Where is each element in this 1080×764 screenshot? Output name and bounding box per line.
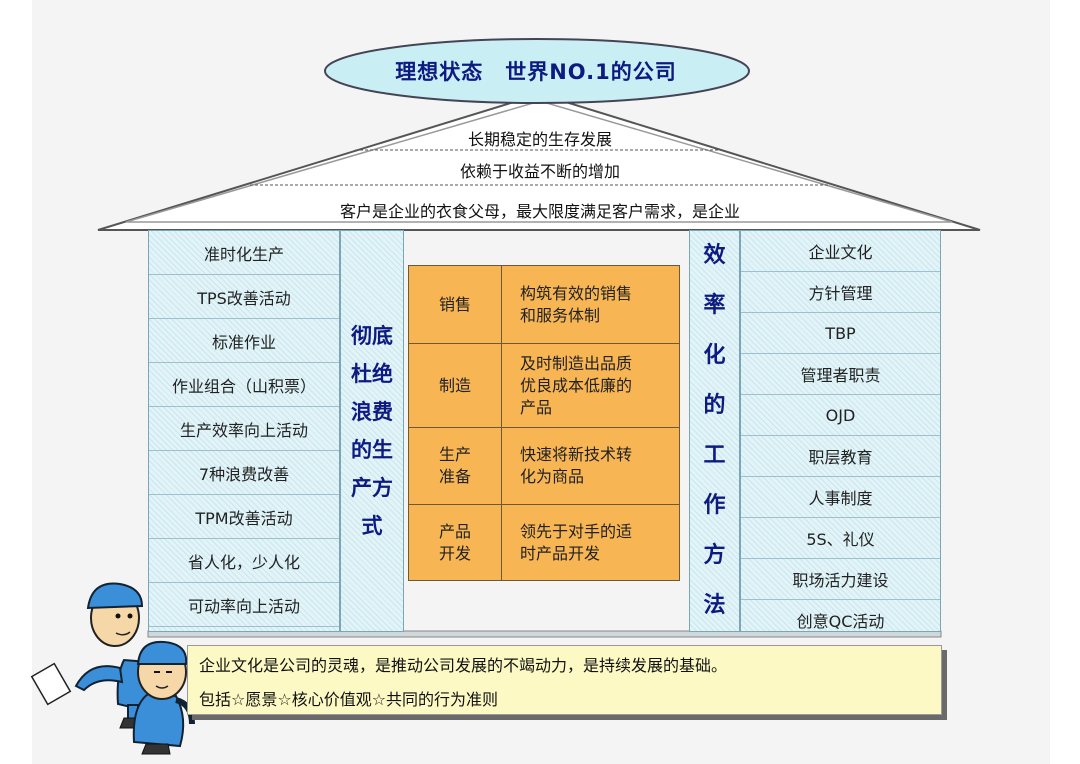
left-item: 准时化生产 [149, 231, 339, 275]
roof-line-1: 长期稳定的生存发展 [467, 130, 612, 149]
center-desc-line: 及时制造出品质 [520, 353, 633, 373]
center-desc: 构筑有效的销售和服务体制 [502, 266, 679, 344]
center-desc-text: 快速将新技术转化为商品 [520, 444, 632, 488]
right-item: 创意QC活动 [796, 612, 885, 631]
center-desc-text: 及时制造出品质优良成本低廉的产品 [520, 353, 632, 419]
center-desc: 快速将新技术转化为商品 [502, 428, 679, 505]
left-item: 作业组合（山积票） [149, 363, 339, 407]
right-item: 职层教育 [741, 436, 940, 477]
right-item: 方针管理 [741, 272, 940, 313]
title-ellipse [324, 38, 750, 104]
roof-line-2: 依赖于收益不断的增加 [459, 162, 620, 181]
culture-banner: 企业文化是公司的灵魂，是推动公司发展的不竭动力，是持续发展的基础。 包括☆愿景☆… [187, 645, 942, 715]
center-table: 销售 构筑有效的销售和服务体制 制造 及时制造出品质优良成本低廉的产品 生产准备… [408, 265, 680, 581]
right-pillar-text: 率 [703, 293, 726, 318]
center-label-text: 产品开发 [439, 521, 471, 565]
left-item: TPS改善活动 [149, 275, 339, 319]
left-pillar-text: 杜绝 [351, 362, 393, 386]
left-item: 可动率向上活动 [149, 583, 339, 627]
right-item: 5S、礼仪 [741, 518, 940, 559]
right-item: 企业文化 [741, 231, 940, 272]
center-desc-text: 构筑有效的销售和服务体制 [520, 283, 632, 327]
center-label-text: 销售 [438, 294, 471, 314]
center-desc-line: 优良成本低廉的 [520, 375, 633, 395]
center-label-line: 准备 [438, 467, 471, 486]
worker-left-icon [30, 582, 157, 729]
center-desc-line: 快速将新技术转 [520, 445, 633, 464]
right-pillar-text: 方 [703, 543, 726, 568]
center-desc-text: 领先于对手的适时产品开发 [520, 521, 632, 565]
right-pillar-text: 工 [703, 443, 726, 468]
left-pillar-text: 的生 [351, 438, 393, 462]
center-label: 生产准备 [409, 428, 502, 505]
right-item-list: 企业文化 方针管理 TBP 管理者职责 OJD 职层教育 人事制度 5S、礼仪 … [740, 230, 941, 632]
center-desc-line: 产品 [520, 397, 553, 417]
center-desc-line: 化为商品 [520, 467, 585, 486]
left-item-list: 准时化生产 TPS改善活动 标准作业 作业组合（山积票） 生产效率向上活动 7种… [148, 230, 340, 632]
left-item: 省人化，少人化 [149, 539, 339, 583]
right-item: 人事制度 [741, 477, 940, 518]
left-item: 标准作业 [149, 319, 339, 363]
roof-shape [97, 92, 981, 231]
right-item: 管理者职责 [741, 354, 940, 395]
banner-line-1: 企业文化是公司的灵魂，是推动公司发展的不竭动力，是持续发展的基础。 [199, 656, 728, 675]
center-label: 销售 [409, 266, 502, 344]
left-pillar-text: 产方 [351, 476, 393, 500]
center-desc-line: 和服务体制 [520, 305, 601, 325]
left-pillar-text: 彻底 [351, 324, 393, 348]
center-label-line: 产品 [438, 521, 471, 541]
right-pillar-text: 的 [703, 393, 726, 418]
banner-line-2: 包括☆愿景☆核心价值观☆共同的行为准则 [199, 690, 499, 709]
left-pillar: 彻底 杜绝 浪费 的生 产方 式 [340, 230, 404, 632]
right-pillar-text: 作 [703, 493, 726, 518]
center-desc-line: 构筑有效的销售 [520, 283, 633, 303]
center-desc-line: 时产品开发 [520, 543, 601, 563]
center-label: 产品开发 [409, 505, 502, 580]
center-desc: 领先于对手的适时产品开发 [502, 505, 679, 580]
left-pillar-text: 式 [361, 514, 383, 538]
right-item: TBP [741, 313, 940, 354]
left-item: 7种浪费改善 [149, 451, 339, 495]
center-label: 制造 [409, 344, 502, 428]
right-pillar-text: 效 [703, 243, 726, 268]
center-label-line: 生产 [438, 445, 471, 464]
center-label-text: 生产准备 [439, 444, 471, 488]
right-pillar: 效 率 化 的 工 作 方 法 [689, 230, 740, 632]
center-desc-line: 领先于对手的适 [520, 521, 633, 541]
right-pillar-text: 化 [703, 343, 726, 368]
left-item: 生产效率向上活动 [149, 407, 339, 451]
center-label-line: 开发 [438, 543, 471, 563]
roof-line-3: 客户是企业的衣食父母，最大限度满足客户需求，是企业 [339, 202, 740, 221]
page-title: 理想状态 世界NO.1的公司 [395, 60, 677, 84]
right-item: 职场活力建设 [741, 559, 940, 600]
worker-right-icon [132, 640, 195, 755]
left-item: TPM改善活动 [149, 495, 339, 539]
roof-inner [125, 100, 953, 223]
foundation [147, 630, 942, 638]
center-desc: 及时制造出品质优良成本低廉的产品 [502, 344, 679, 428]
right-item: OJD [741, 395, 940, 436]
right-pillar-text: 法 [703, 593, 726, 618]
left-pillar-text: 浪费 [351, 400, 393, 424]
center-label-text: 制造 [438, 375, 471, 395]
